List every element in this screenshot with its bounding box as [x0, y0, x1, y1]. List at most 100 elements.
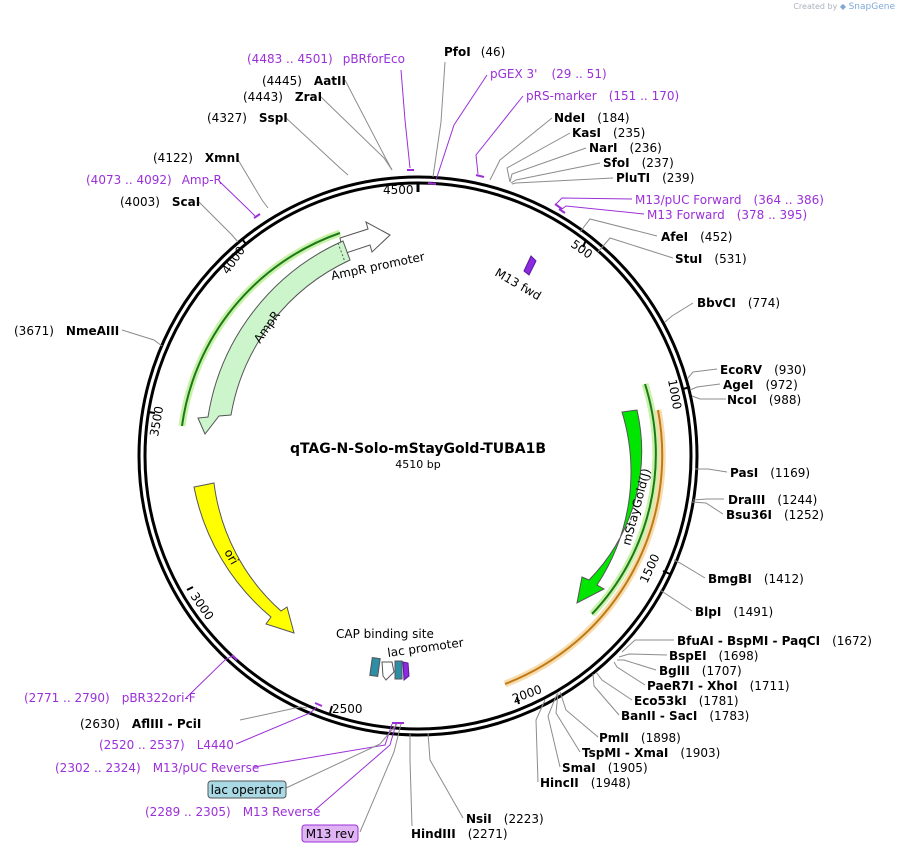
site-ndei[interactable]: NdeI(184): [554, 111, 630, 125]
leader-sfoi: [510, 162, 601, 184]
site-ecorv[interactable]: EcoRV(930): [720, 363, 806, 377]
tick-marks: [147, 183, 691, 714]
leader-pbr322ori-f: [185, 655, 233, 699]
leader-kasi: [506, 132, 571, 183]
leader-pfoi: [432, 61, 446, 178]
credit-prefix: Created by: [793, 2, 838, 11]
site-nsii[interactable]: NsiI(2223): [466, 812, 544, 826]
m13-rev-label: M13 rev: [306, 827, 355, 841]
site-smai[interactable]: SmaI(1905): [562, 761, 648, 775]
site-ncoi[interactable]: NcoI(988): [727, 393, 801, 407]
leader-m13-puc-forward: [555, 197, 633, 205]
leader-aatii: [344, 79, 393, 171]
site-stui[interactable]: StuI(531): [675, 252, 747, 266]
site-bbvci[interactable]: BbvCI(774): [697, 296, 780, 310]
site-agei[interactable]: AgeI(972): [723, 378, 798, 392]
leader-hincii: [535, 699, 546, 783]
backbone-outer-ring[interactable]: [137, 175, 699, 737]
site-nmeaiii[interactable]: (3671)NmeAIII: [14, 324, 119, 338]
site-bsu36i[interactable]: Bsu36I(1252): [726, 508, 824, 522]
feature-lac-promoter-arrow[interactable]: [381, 661, 395, 681]
site-paer7i-xhoi[interactable]: PaeR7I - XhoI(1711): [647, 679, 790, 693]
site-bfuai-bspmi-paqci[interactable]: BfuAI - BspMI - PaqCI(1672): [677, 634, 872, 648]
primer-pbr322ori-f[interactable]: (2771 .. 2790)pBR322ori-F: [24, 691, 196, 705]
primer-m13-reverse[interactable]: (2289 .. 2305)M13 Reverse: [145, 805, 320, 819]
leader-xmni: [236, 157, 269, 209]
primer-mark-m13-forward[interactable]: [558, 208, 566, 214]
tick-2500: [329, 705, 333, 714]
lac-operator-label: lac operator: [211, 783, 284, 797]
site-afei[interactable]: AfeI(452): [661, 230, 732, 244]
primer-mark-pgex3[interactable]: [427, 182, 437, 185]
orf-orange-line[interactable]: [504, 409, 664, 685]
credit-brand: SnapGene: [848, 2, 895, 12]
primer-mark-l4440[interactable]: [314, 702, 323, 707]
site-tspmi-xmai[interactable]: TspMI - XmaI(1903): [582, 746, 720, 760]
tick-label-4000: 4000: [219, 244, 248, 277]
site-blpi[interactable]: BlpI(1491): [695, 605, 773, 619]
site-bglii[interactable]: BglII(1707): [659, 664, 742, 678]
primer-m13-puc-forward[interactable]: M13/pUC Forward(364 .. 386): [635, 193, 824, 207]
primer-m13-puc-reverse[interactable]: (2302 .. 2324)M13/pUC Reverse: [55, 761, 259, 775]
feature-mstaygold-arrow[interactable]: [576, 409, 643, 604]
feature-ampr-arrow[interactable]: [197, 240, 351, 435]
site-hindiii[interactable]: HindIII(2271): [411, 827, 508, 841]
feature-ori-arrow[interactable]: [193, 482, 295, 634]
feature-cap-binding-site[interactable]: [369, 656, 381, 678]
primer-mark-amp-r[interactable]: [253, 213, 261, 219]
primer-amp-r[interactable]: (4073 .. 4092)Amp-R: [86, 173, 222, 187]
feature-ampr-promoter-arrow[interactable]: [339, 220, 391, 255]
site-scai[interactable]: (4003)ScaI: [120, 195, 200, 209]
site-hincii[interactable]: HincII(1948): [540, 776, 631, 790]
primer-mark-pbr322ori-f[interactable]: [231, 654, 238, 661]
orf-ampr-line[interactable]: [181, 232, 341, 427]
leader-smai: [547, 693, 561, 768]
site-draiii[interactable]: DraIII(1244): [728, 493, 817, 507]
feature-label-m13-fwd: M13 fwd: [493, 265, 544, 303]
site-sspi[interactable]: (4327)SspI: [207, 111, 288, 125]
leader-pluti: [511, 177, 614, 185]
site-pluti[interactable]: PluTI(239): [616, 171, 694, 185]
leader-m13-reverse: [314, 723, 397, 811]
site-pfoi[interactable]: PfoI(46): [444, 45, 505, 59]
leader-bsu36i: [691, 501, 724, 515]
m13-rev-label-box[interactable]: [301, 824, 359, 843]
site-sfoi[interactable]: SfoI(237): [603, 156, 674, 170]
leader-m13-rev: [359, 723, 402, 833]
site-afliii-pcii[interactable]: (2630)AflIII - PciI: [80, 717, 201, 731]
site-pasi[interactable]: PasI(1169): [730, 466, 810, 480]
site-eco53ki[interactable]: Eco53kI(1781): [634, 694, 739, 708]
tick-label-1000: 1000: [665, 378, 684, 411]
feature-m13-fwd-marker[interactable]: [523, 255, 537, 276]
leader-pasi: [695, 468, 728, 473]
leader-nsii: [427, 732, 464, 819]
site-xmni[interactable]: (4122)XmnI: [153, 151, 240, 165]
ampr-promoter-overlap-dash: [337, 242, 346, 263]
primer-prs-marker[interactable]: pRS-marker(151 .. 170): [526, 89, 679, 103]
plasmid-size: 4510 bp: [395, 458, 440, 471]
primer-l4440[interactable]: (2520 .. 2537)L4440: [99, 738, 234, 752]
leader-hindiii: [409, 734, 413, 827]
leader-agei: [689, 383, 721, 391]
primer-mark-m13-puc-forward[interactable]: [554, 203, 563, 210]
site-nari[interactable]: NarI(236): [589, 141, 662, 155]
primer-mark-prs-marker[interactable]: [475, 174, 485, 178]
primer-m13-forward[interactable]: M13 Forward(378 .. 395): [647, 208, 807, 222]
tick-4000: [241, 238, 247, 245]
primer-pbrforeco[interactable]: (4483 .. 4501)pBRforEco: [247, 52, 405, 66]
site-zrai[interactable]: (4443)ZraI: [243, 90, 322, 104]
site-bspei[interactable]: BspEI(1698): [669, 649, 758, 663]
site-aatii[interactable]: (4445)AatII: [262, 74, 346, 88]
leader-tspmi: [555, 692, 581, 753]
site-banii-saci[interactable]: BanII - SacI(1783): [621, 709, 749, 723]
lac-operator-label-box[interactable]: [207, 780, 287, 799]
site-bmgbi[interactable]: BmgBI(1412): [708, 572, 804, 586]
feature-label-cap-binding-site: CAP binding site: [336, 627, 434, 641]
primer-pgex3[interactable]: pGEX 3'(29 .. 51): [490, 67, 607, 81]
feature-lac-operator-box[interactable]: [394, 660, 403, 680]
site-pmli[interactable]: PmlI(1898): [599, 731, 681, 745]
feature-m13-rev-marker[interactable]: [402, 661, 410, 681]
site-kasi[interactable]: KasI(235): [572, 126, 645, 140]
orf-mstaygold-line[interactable]: [591, 383, 657, 615]
